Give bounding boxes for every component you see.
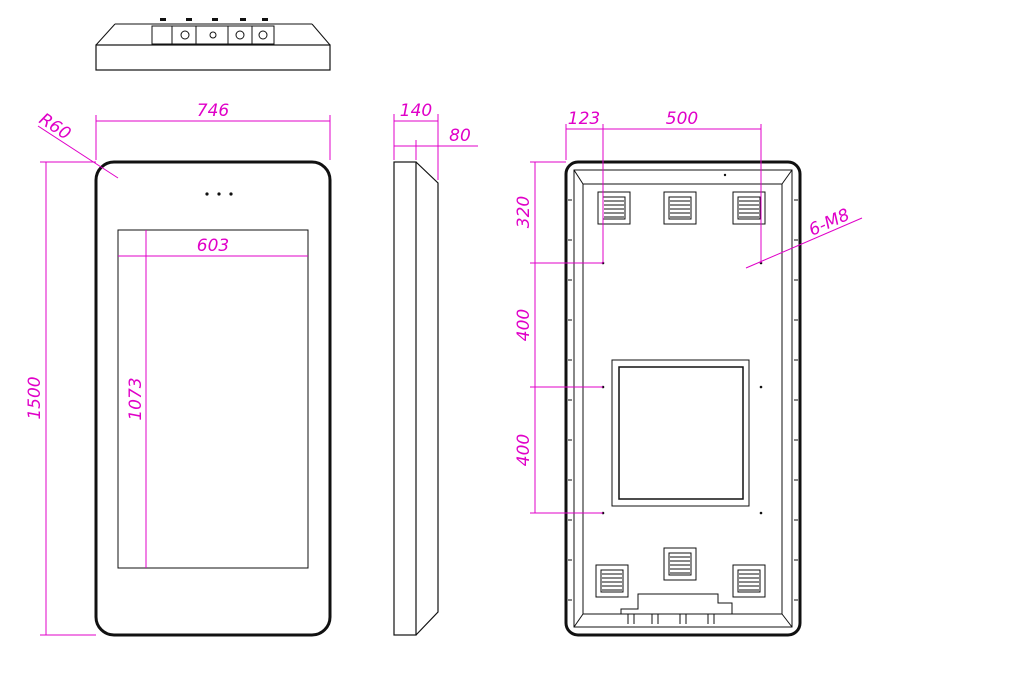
port-icon <box>180 30 190 40</box>
back-access-panel <box>611 359 750 507</box>
dim-corner-radius: R60 <box>35 109 74 144</box>
side-view-back-part <box>415 161 439 636</box>
side-view-front-part <box>393 161 417 636</box>
back-view-frame <box>564 160 802 637</box>
port-icon <box>209 31 217 39</box>
dim-screen-height: 1073 <box>126 377 146 420</box>
vent-bottom-left <box>595 564 629 598</box>
sensor-dot-icon <box>229 192 233 196</box>
port-icon <box>235 30 245 40</box>
top-view <box>95 18 331 71</box>
dim-side-depth: 140 <box>400 101 432 121</box>
port-icon <box>258 30 268 40</box>
vent-bottom-center <box>663 547 697 581</box>
dim-front-width: 746 <box>197 101 230 121</box>
top-view-connector-panel <box>151 25 275 45</box>
back-port-block <box>620 593 733 624</box>
front-view-screen <box>117 229 309 569</box>
vent-top-right <box>732 191 766 225</box>
dim-mount-holes: 6-M8 <box>806 205 853 241</box>
dim-back-edge-offset: 123 <box>568 109 600 129</box>
front-view-frame <box>94 160 332 637</box>
vent-bottom-right <box>732 564 766 598</box>
back-access-panel-inner <box>618 366 744 500</box>
top-view-body <box>95 44 331 71</box>
dim-back-top-offset: 320 <box>514 196 534 228</box>
vent-top-center <box>663 191 697 225</box>
side-view: 140 80 <box>393 101 478 636</box>
dim-front-height: 1500 <box>25 376 45 419</box>
dim-back-vertical-spacing-2: 400 <box>514 434 534 466</box>
back-view: 123 500 320 400 400 6-M8 <box>514 109 863 637</box>
back-view-inner-border <box>573 169 793 628</box>
dim-side-step: 80 <box>449 126 471 146</box>
mount-hole-icon <box>759 385 763 389</box>
dim-screen-width: 603 <box>197 236 229 256</box>
dim-back-hole-spacing: 500 <box>666 109 698 129</box>
back-view-panel <box>582 183 783 615</box>
dim-back-vertical-spacing-1: 400 <box>514 309 534 341</box>
sensor-dot-icon <box>205 192 209 196</box>
mount-hole-icon <box>759 511 763 515</box>
front-view: 746 R60 1500 603 1073 <box>25 101 332 637</box>
sensor-dot-icon <box>217 192 221 196</box>
